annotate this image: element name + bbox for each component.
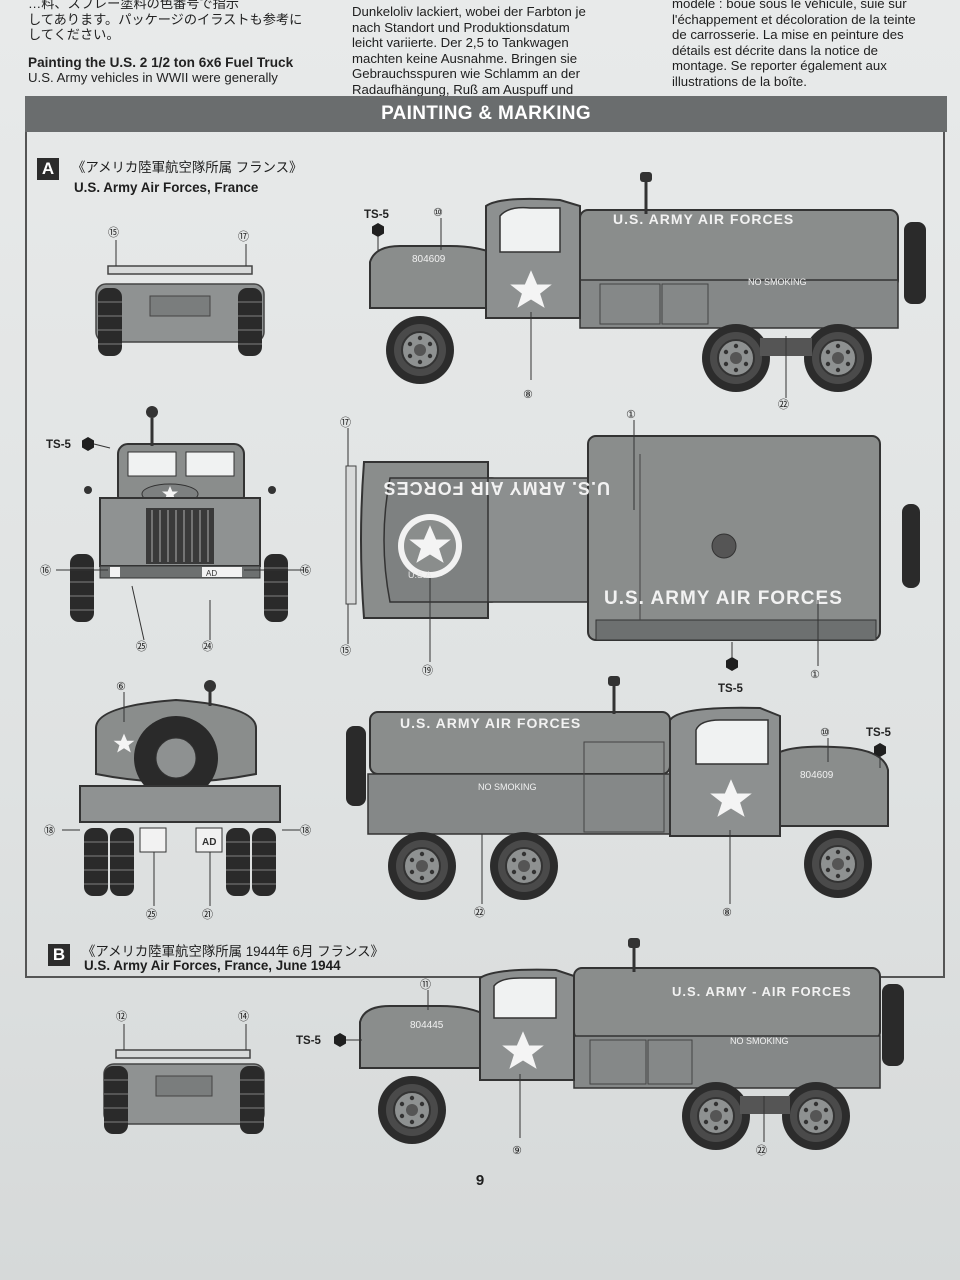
page-number: 9 [475, 1172, 485, 1189]
b-right-side-view: U.S. ARMY - AIR FORCES NO SMOKING 804445 [359, 938, 904, 1151]
callout-d18-right: ⑱ [300, 824, 311, 837]
a-rear-ad-text: AD [202, 837, 216, 848]
callout-leaders [56, 218, 829, 1142]
de-line: machten keine Ausnahme. Bringen sie [352, 50, 578, 66]
callout-d10: ⑩ [433, 206, 443, 219]
callout-d9: ⑨ [512, 1144, 522, 1157]
scheme-a-title-en: U.S. Army Air Forces, France [74, 180, 259, 195]
a-left-serial: 804609 [800, 770, 834, 781]
a-top-usaaf-text-inverted: U.S. ARMY AIR FORCES [383, 478, 610, 498]
scheme-a-title-jp: 《アメリカ陸軍航空隊所属 フランス》 [72, 160, 303, 175]
callout-d22-left: ㉒ [474, 906, 485, 919]
scheme-b-badge: B [48, 944, 70, 966]
callout-d25-front: ㉕ [136, 640, 147, 653]
a-top-usaaf-text: U.S. ARMY AIR FORCES [604, 588, 843, 609]
callout-d16-left: ⑯ [40, 564, 51, 577]
ts5-icon [372, 223, 384, 237]
callout-d17-top: ⑰ [340, 416, 351, 429]
callout-d16-right: ⑯ [300, 564, 311, 577]
callout-d17: ⑰ [238, 230, 249, 243]
de-line: Gebrauchsspuren wie Schlamm an der [352, 66, 580, 82]
jp-line: してあります。パッケージのイラストも参考に [28, 11, 303, 27]
callout-d14: ⑭ [238, 1010, 249, 1023]
callout-d18-left: ⑱ [44, 824, 55, 837]
fr-line: modèle : boue sous le véhicule, suie sur [672, 0, 907, 11]
english-line: U.S. Army vehicles in WWII were generall… [28, 70, 278, 86]
a-front-ad-text: AD [206, 569, 217, 578]
callout-d6: ⑥ [116, 680, 126, 693]
callout-d21: ㉑ [202, 908, 213, 921]
column-japanese: …料、スプレー塗料の色番号で指示 してあります。パッケージのイラストも参考に し… [28, 0, 328, 86]
b-rear-detail [103, 1049, 265, 1135]
a-side-serial: 804609 [412, 254, 446, 265]
callout-d1-top: ① [626, 408, 636, 421]
callout-d22-b: ㉒ [756, 1144, 767, 1157]
ts5-label-a-left: TS-5 [866, 727, 892, 739]
a-side-usaaf-text: U.S. ARMY AIR FORCES [613, 211, 794, 227]
ts5-label-a-front: TS-5 [46, 439, 72, 451]
fr-line: détails est décrite dans la notice de [672, 42, 878, 58]
a-right-side-view: U.S. ARMY AIR FORCES NO SMOKING 804609 [369, 172, 926, 393]
callout-d8: ⑧ [523, 388, 533, 401]
de-line: nach Standort und Produktionsdatum [352, 19, 570, 35]
a-front-view: AD [69, 406, 289, 623]
callout-numbers: ⑩ ⑧ ㉒ ⑮ ⑰ ⑰ ⑮ ① ① ⑲ ⑯ ⑯ ㉕ ㉔ ⑥ ⑱ ⑱ ㉕ ㉑ ㉒ … [40, 206, 830, 1157]
jp-line: …料、スプレー塗料の色番号で指示 [28, 0, 239, 11]
ts5-label-a-top: TS-5 [718, 683, 744, 695]
callout-d12: ⑫ [116, 1010, 127, 1023]
fr-line: l'échappement et décoloration de la tein… [672, 11, 916, 27]
callout-d24: ㉔ [202, 640, 213, 653]
a-rear-detail [95, 265, 265, 357]
a-rear-view: AD [79, 680, 281, 897]
ts5-label-a-side: TS-5 [364, 209, 390, 221]
ts5-icon [82, 437, 94, 451]
scheme-b-title-en: U.S. Army Air Forces, France, June 1944 [84, 958, 341, 973]
english-heading: Painting the U.S. 2 1/2 ton 6x6 Fuel Tru… [28, 54, 294, 70]
scheme-a-badge: A [37, 158, 59, 180]
callout-d25-rear: ㉕ [146, 908, 157, 921]
section-banner: PAINTING & MARKING [25, 96, 947, 132]
a-left-no-smoking: NO SMOKING [478, 782, 537, 792]
scheme-b-title-jp: 《アメリカ陸軍航空隊所属 1944年 6月 フランス》 [82, 944, 384, 959]
fr-line: de carrosserie. La mise en peinture des [672, 27, 904, 43]
ts5-label-b-side: TS-5 [296, 1035, 322, 1047]
a-top-usa-text: U.S.A [408, 570, 432, 580]
callout-d10-left: ⑩ [820, 726, 830, 739]
b-side-serial: 804445 [410, 1020, 444, 1031]
de-line: Dunkeloliv lackiert, wobei der Farbton j… [352, 4, 586, 19]
a-top-view: U.S. ARMY AIR FORCES U.S. ARMY AIR FORCE… [345, 435, 920, 641]
callout-d8-left: ⑧ [722, 906, 732, 919]
de-line: Radaufhängung, Ruß am Auspuff und [352, 81, 574, 97]
callout-d15-top: ⑮ [340, 644, 351, 657]
a-side-no-smoking: NO SMOKING [748, 277, 807, 287]
paint-code-markers: TS-5 TS-5 TS-5 TS-5 TS-5 [46, 209, 892, 1047]
column-german: Dunkeloliv lackiert, wobei der Farbton j… [352, 0, 637, 98]
section-title: PAINTING & MARKING [381, 103, 591, 124]
b-side-no-smoking: NO SMOKING [730, 1036, 789, 1046]
jp-line: してください。 [28, 27, 120, 43]
column-french: modèle : boue sous le véhicule, suie sur… [672, 0, 946, 90]
callout-d19: ⑲ [422, 664, 433, 677]
callout-d1-bottom: ① [810, 668, 820, 681]
fr-line: montage. Se reporter également aux [672, 58, 887, 74]
ts5-icon [726, 657, 738, 671]
callout-d11: ⑪ [420, 978, 431, 991]
b-side-usaaf-text: U.S. ARMY - AIR FORCES [672, 984, 852, 999]
a-left-side-view: U.S. ARMY AIR FORCES NO SMOKING 804609 [346, 676, 889, 901]
ts5-icon [334, 1033, 346, 1047]
fr-line: illustrations de la boîte. [672, 73, 807, 89]
callout-d22: ㉒ [778, 398, 789, 411]
a-left-usaaf-text: U.S. ARMY AIR FORCES [400, 715, 581, 731]
de-line: leicht variierte. Der 2,5 to Tankwagen [352, 35, 569, 51]
callout-d15: ⑮ [108, 226, 119, 239]
